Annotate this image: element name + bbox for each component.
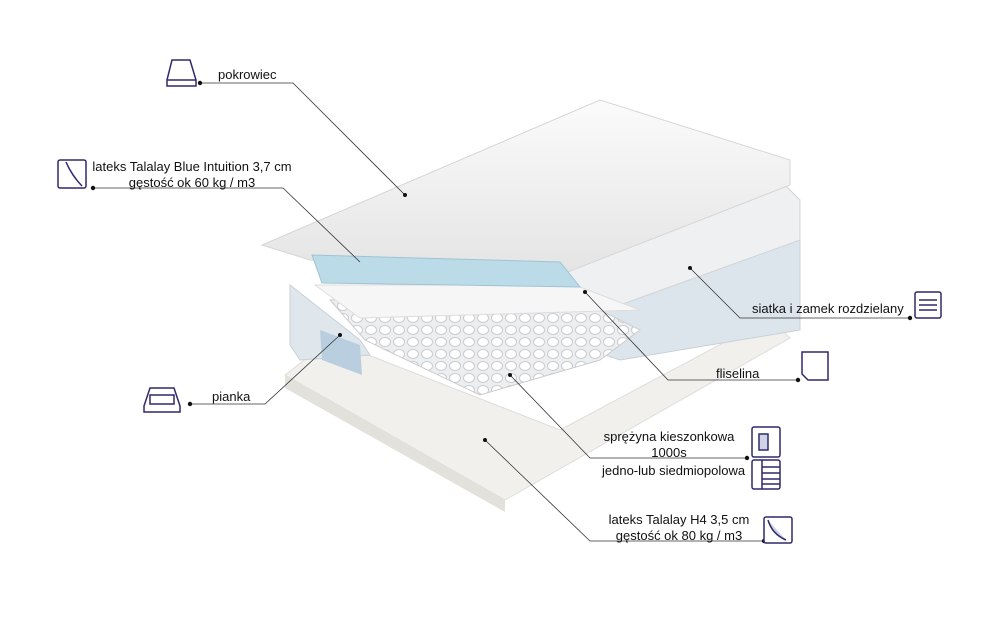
label-latex-top-line2: gęstość ok 60 kg / m3 — [128, 175, 256, 190]
fleece-icon — [801, 351, 829, 381]
label-latex-top: lateks Talalay Blue Intuition 3,7 cm gęs… — [92, 159, 292, 191]
label-foam: pianka — [212, 389, 251, 404]
label-spring: sprężyna kieszonkowa 1000s — [594, 429, 744, 461]
label-latex-bottom-line1: lateks Talalay H4 3,5 cm — [608, 512, 750, 527]
label-spring-line2: 1000s — [651, 445, 687, 460]
blue-latex-layer — [311, 254, 582, 288]
latex-icon — [57, 159, 87, 189]
foam-icon — [143, 387, 181, 413]
label-mesh-zipper: siatka i zamek rozdzielany — [752, 301, 904, 316]
leader-lines — [93, 82, 910, 542]
label-cover: pokrowiec — [218, 67, 277, 82]
label-spring-line1: sprężyna kieszonkowa — [603, 429, 735, 444]
mesh-icon — [914, 291, 942, 319]
label-latex-bottom-line2: gęstość ok 80 kg / m3 — [615, 528, 743, 543]
label-fleece: fliselina — [716, 366, 760, 381]
spring-icon — [751, 426, 781, 458]
mattress-icon — [166, 59, 197, 87]
latex-h4-icon — [763, 516, 793, 544]
label-latex-top-line1: lateks Talalay Blue Intuition 3,7 cm — [92, 159, 292, 174]
zones-icon — [751, 459, 781, 490]
label-spring-zones: jedno-lub siedmiopolowa — [602, 463, 746, 478]
label-latex-bottom: lateks Talalay H4 3,5 cm gęstość ok 80 k… — [596, 512, 762, 544]
cover — [260, 99, 791, 276]
